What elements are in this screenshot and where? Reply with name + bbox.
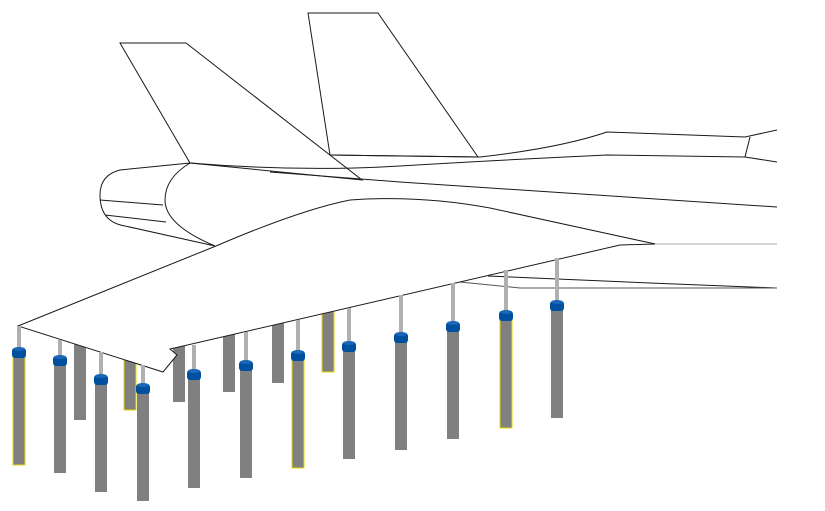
support-jack	[187, 345, 201, 488]
jack-column	[291, 358, 305, 469]
jack-column	[12, 355, 26, 466]
support-jack	[342, 308, 356, 459]
support-jack	[74, 340, 86, 420]
jack-rod	[399, 295, 403, 337]
jack-rod	[58, 340, 62, 360]
horizontal-stabilizer	[119, 42, 364, 181]
support-jack	[173, 345, 185, 402]
jack-cap-top	[95, 374, 107, 378]
jack-column	[223, 330, 235, 392]
jack-rod	[504, 270, 508, 315]
wing-surface	[16, 198, 656, 373]
jack-column	[321, 304, 335, 373]
jack-column	[447, 330, 459, 439]
engine-nozzle-line-1	[99, 199, 164, 206]
fuselage-long-line	[269, 171, 778, 208]
jack-column	[54, 364, 66, 473]
jack-rod	[296, 320, 300, 355]
jack-rod	[99, 352, 103, 379]
jack-rod	[244, 332, 248, 365]
jack-cap-top	[240, 360, 252, 364]
jack-rod	[192, 345, 196, 374]
jack-rod	[17, 326, 21, 352]
support-jack	[272, 320, 284, 383]
support-jack	[239, 332, 253, 478]
belly-line-1	[487, 275, 778, 289]
support-jack	[136, 365, 150, 501]
jack-cap-top	[447, 321, 459, 325]
aircraft-fuselage	[99, 12, 778, 289]
jack-column	[395, 341, 407, 450]
support-jack	[291, 320, 305, 469]
jack-cap-top	[551, 300, 563, 304]
jack-cap-top	[188, 369, 200, 373]
vertical-tail-fin	[307, 12, 479, 158]
support-jack	[53, 340, 67, 473]
front-support-jacks	[12, 258, 564, 501]
fuselage-tail-joint	[744, 136, 751, 158]
jack-column	[499, 318, 513, 429]
jack-cap-top	[343, 341, 355, 345]
jack-column	[137, 392, 149, 501]
jack-cap-top	[500, 310, 512, 314]
support-jack	[12, 326, 26, 466]
fuselage-mid-line	[189, 154, 778, 169]
jack-column	[173, 345, 185, 402]
jack-column	[95, 383, 107, 492]
rear-support-jacks	[74, 304, 335, 420]
support-jack	[499, 270, 513, 429]
jack-cap-top	[395, 332, 407, 336]
jack-column	[74, 340, 86, 420]
wing	[16, 198, 656, 373]
jack-column	[188, 378, 200, 488]
jack-column	[343, 350, 355, 459]
jack-rod	[347, 308, 351, 346]
jack-rod	[555, 258, 559, 305]
engine-nozzle-line-2	[104, 214, 167, 223]
jack-cap-top	[292, 350, 304, 354]
jack-cap-top	[13, 347, 25, 351]
support-jack	[94, 352, 108, 492]
jack-column	[551, 309, 563, 418]
support-jack	[446, 283, 460, 439]
jack-column	[272, 320, 284, 383]
support-jack	[223, 330, 235, 392]
support-jack	[550, 258, 564, 418]
jack-column	[240, 369, 252, 478]
belly-line-2	[459, 281, 777, 289]
jack-rod	[141, 365, 145, 388]
support-jack	[321, 304, 335, 373]
jack-cap-top	[54, 355, 66, 359]
support-jack	[394, 295, 408, 450]
jack-cap-top	[137, 383, 149, 387]
fuselage-top-line	[329, 129, 778, 158]
jack-rod	[451, 283, 455, 326]
